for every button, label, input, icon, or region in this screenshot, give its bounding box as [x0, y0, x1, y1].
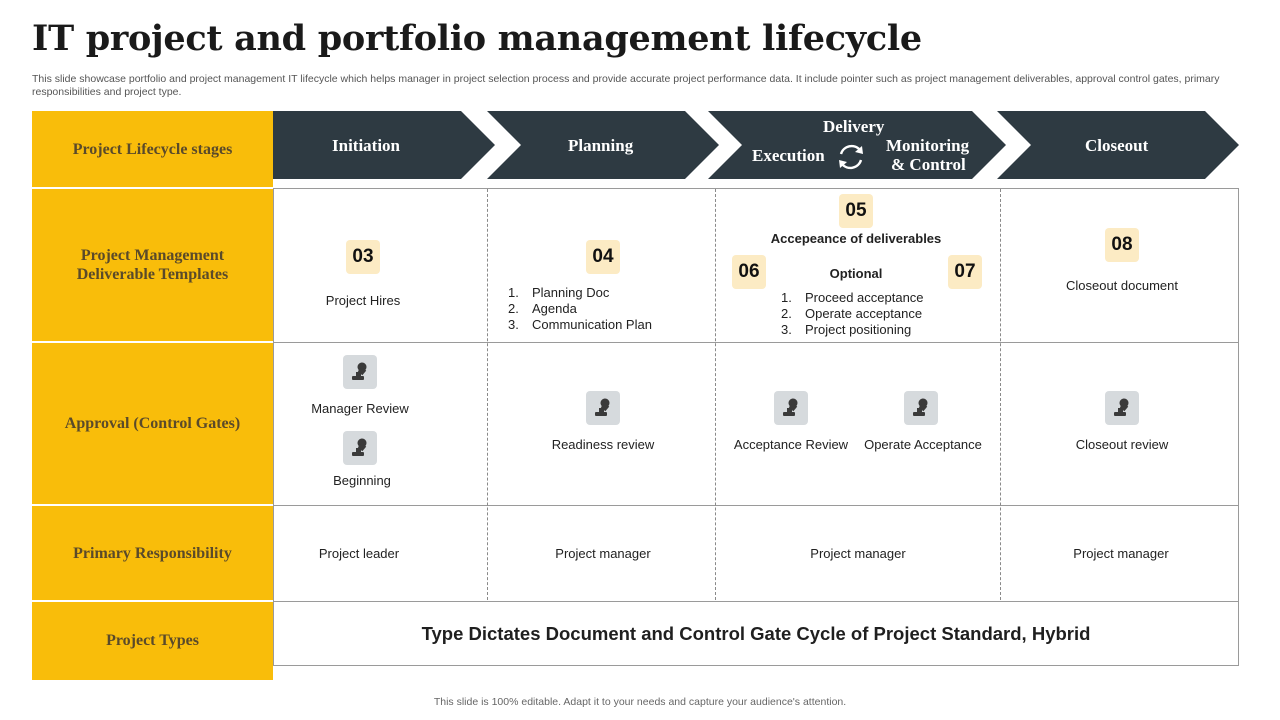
- grid-line: [273, 601, 1239, 602]
- deliverable-delivery-heading: Accepeance of deliverables: [770, 231, 942, 246]
- stamp-icon: [904, 391, 938, 425]
- refresh-cycle-icon: [835, 141, 867, 178]
- page-subtitle: This slide showcase portfolio and projec…: [32, 73, 1220, 98]
- list-item: 3.Communication Plan: [508, 317, 652, 332]
- badge-04: 04: [586, 240, 620, 274]
- row-divider: [32, 187, 273, 189]
- row-label-deliverables: Project Management Deliverable Templates: [32, 188, 273, 342]
- chevron-label-initiation: Initiation: [332, 136, 401, 155]
- deliverable-delivery-list: 1.Proceed acceptance 2.Operate acceptanc…: [781, 290, 924, 338]
- list-item: 1.Planning Doc: [508, 285, 610, 300]
- badge-06: 06: [732, 255, 766, 289]
- list-item: 3.Project positioning: [781, 322, 912, 337]
- responsibility-initiation: Project leader: [318, 546, 400, 561]
- gate-initiation-1: Manager Review: [311, 401, 409, 416]
- gate-delivery-1: Acceptance Review: [733, 437, 849, 452]
- deliverable-delivery-optional: Optional: [829, 266, 883, 281]
- gate-planning: Readiness review: [551, 437, 655, 452]
- list-item: 1.Proceed acceptance: [781, 290, 924, 305]
- gate-delivery-2: Operate Acceptance: [864, 437, 982, 452]
- chevron-label-monitoring-2: & Control: [891, 155, 966, 174]
- deliverable-planning-list: 1.Planning Doc 2.Agenda 3.Communication …: [508, 285, 652, 333]
- responsibility-planning: Project manager: [555, 546, 651, 561]
- stamp-icon: [586, 391, 620, 425]
- badge-08: 08: [1105, 228, 1139, 262]
- chevron-initiation: Initiation: [273, 111, 495, 179]
- badge-07: 07: [948, 255, 982, 289]
- matrix-border: [273, 188, 1239, 666]
- list-item: 2.Agenda: [508, 301, 577, 316]
- column-divider: [1000, 189, 1001, 600]
- row-label-types: Project Types: [32, 601, 273, 680]
- chevron-delivery: Delivery Execution Monitoring & Control: [708, 111, 1006, 179]
- chevron-label-monitoring-1: Monitoring: [886, 136, 970, 155]
- grid-line: [273, 342, 1239, 343]
- badge-05: 05: [839, 194, 873, 228]
- project-types-text: Type Dictates Document and Control Gate …: [421, 623, 1091, 644]
- column-divider: [715, 189, 716, 600]
- row-divider: [32, 600, 273, 602]
- chevron-closeout: Closeout: [997, 111, 1239, 179]
- page-title: IT project and portfolio management life…: [32, 18, 922, 59]
- stamp-icon: [343, 355, 377, 389]
- stamp-icon: [1105, 391, 1139, 425]
- chevron-label-closeout: Closeout: [1085, 136, 1149, 155]
- chevron-label-planning: Planning: [568, 136, 634, 155]
- stamp-icon: [343, 431, 377, 465]
- list-item: 2.Operate acceptance: [781, 306, 923, 321]
- chevron-label-execution: Execution: [752, 146, 825, 165]
- stamp-icon: [774, 391, 808, 425]
- grid-line: [273, 505, 1239, 506]
- badge-03: 03: [346, 240, 380, 274]
- footer-note: This slide is 100% editable. Adapt it to…: [433, 696, 847, 708]
- row-label-approval: Approval (Control Gates): [32, 342, 273, 505]
- responsibility-delivery: Project manager: [810, 546, 906, 561]
- row-label-responsibility: Primary Responsibility: [32, 505, 273, 601]
- column-divider: [487, 189, 488, 600]
- chevron-label-delivery: Delivery: [823, 117, 885, 136]
- chevron-planning: Planning: [487, 111, 719, 179]
- row-divider: [32, 341, 273, 343]
- row-label-stages: Project Lifecycle stages: [32, 111, 273, 188]
- gate-initiation-2: Beginning: [333, 473, 391, 488]
- gate-closeout: Closeout review: [1075, 437, 1169, 452]
- deliverable-initiation: Project Hires: [325, 293, 401, 308]
- row-divider: [32, 504, 273, 506]
- deliverable-closeout: Closeout document: [1065, 278, 1178, 293]
- responsibility-closeout: Project manager: [1073, 546, 1169, 561]
